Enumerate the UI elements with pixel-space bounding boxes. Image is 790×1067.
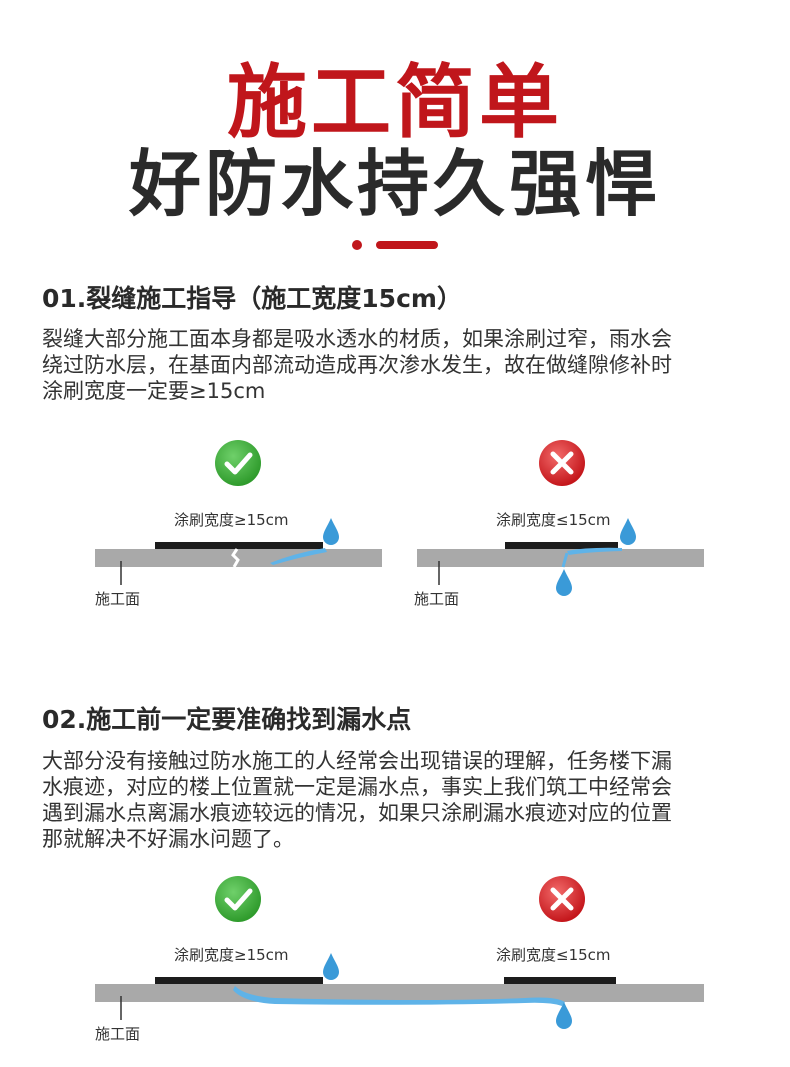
section2-line: 遇到漏水点离漏水痕迹较远的情况，如果只涂刷漏水痕迹对应的位置 — [42, 801, 672, 825]
surface-slab — [95, 549, 382, 567]
s1-right-surface-diagram — [417, 518, 704, 596]
coating-layer-wide — [155, 977, 323, 984]
main-title: 施工简单 — [227, 56, 563, 149]
s2-surface-label: 施工面 — [95, 1025, 141, 1043]
s2-surface-diagram — [95, 953, 704, 1029]
title-divider-bar — [376, 241, 438, 249]
s2-right-width-label: 涂刷宽度≤15cm — [496, 946, 611, 964]
section2-line: 水痕迹，对应的楼上位置就一定是漏水点，事实上我们筑工中经常会 — [42, 775, 672, 799]
section2-line: 大部分没有接触过防水施工的人经常会出现错误的理解，任务楼下漏 — [42, 749, 672, 773]
coating-layer — [505, 542, 618, 549]
section2-paragraph: 大部分没有接触过防水施工的人经常会出现错误的理解，任务楼下漏 水痕迹，对应的楼上… — [42, 748, 754, 852]
sub-title: 好防水持久强悍 — [128, 142, 661, 226]
section1-line: 裂缝大部分施工面本身都是吸水透水的材质，如果涂刷过窄，雨水会 — [42, 327, 672, 351]
cross-icon — [539, 876, 585, 922]
s2-left-width-label: 涂刷宽度≥15cm — [174, 946, 289, 964]
crack — [231, 548, 240, 568]
s1-left-surface-diagram — [95, 518, 382, 585]
coating-layer — [155, 542, 323, 549]
water-flow — [233, 986, 565, 1006]
water-drop-icon — [620, 518, 636, 545]
check-icon — [215, 440, 261, 486]
section2-title: 02.施工前一定要准确找到漏水点 — [42, 705, 412, 734]
section1-title: 01.裂缝施工指导（施工宽度15cm） — [42, 284, 462, 313]
surface-slab — [417, 549, 704, 567]
title-divider-dot — [352, 240, 362, 250]
section2-line: 那就解决不好漏水问题了。 — [42, 827, 294, 851]
surface-slab — [95, 984, 704, 1002]
coating-layer-narrow — [504, 977, 616, 984]
water-flow — [270, 548, 327, 565]
water-flow — [567, 547, 622, 555]
water-drop-icon — [323, 518, 339, 545]
check-icon — [215, 876, 261, 922]
water-drop-icon — [556, 1002, 572, 1029]
s1-left-width-label: 涂刷宽度≥15cm — [174, 511, 289, 529]
s1-right-surface-label: 施工面 — [414, 590, 460, 608]
section1-line: 涂刷宽度一定要≥15cm — [42, 379, 266, 403]
section1-paragraph: 裂缝大部分施工面本身都是吸水透水的材质，如果涂刷过窄，雨水会 绕过防水层，在基面… — [42, 326, 754, 404]
s1-right-width-label: 涂刷宽度≤15cm — [496, 511, 611, 529]
section1-line: 绕过防水层，在基面内部流动造成再次渗水发生，故在做缝隙修补时 — [42, 353, 672, 377]
water-drop-icon — [556, 569, 572, 596]
cross-icon — [539, 440, 585, 486]
s1-left-surface-label: 施工面 — [95, 590, 141, 608]
water-drop-icon — [323, 953, 339, 980]
